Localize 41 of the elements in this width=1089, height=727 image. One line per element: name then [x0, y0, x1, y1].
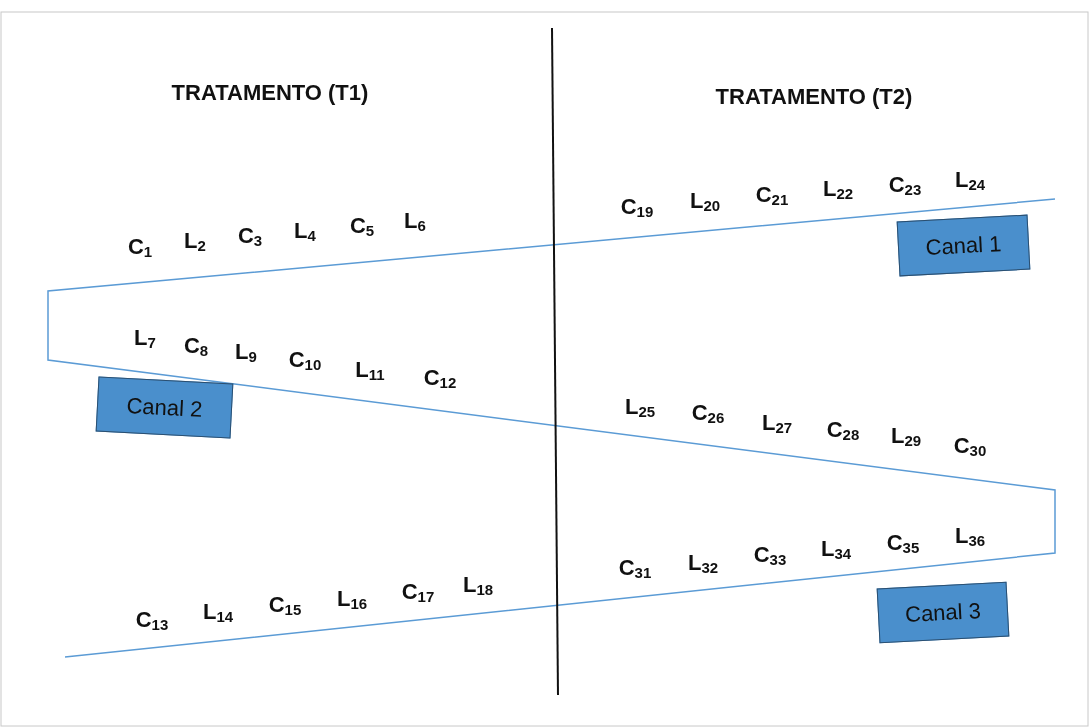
sample-label: C$_{19}$ — [620, 195, 654, 219]
sample-label: C$_{33}$ — [753, 543, 787, 567]
sample-label: L$_{14}$ — [202, 600, 234, 624]
channel-box: Canal 1 — [896, 214, 1031, 277]
sample-label: C$_{1}$ — [127, 235, 153, 259]
sample-label: L$_{22}$ — [822, 177, 854, 201]
sample-label: C$_{31}$ — [618, 556, 652, 580]
section-title: TRATAMENTO (T2) — [715, 86, 913, 108]
sample-label: C$_{26}$ — [691, 401, 725, 425]
sample-label: L$_{25}$ — [624, 395, 656, 419]
sample-label: C$_{12}$ — [423, 366, 457, 390]
sample-label: L$_{29}$ — [890, 424, 922, 448]
sample-label: C$_{17}$ — [401, 580, 435, 604]
sample-label: C$_{28}$ — [826, 418, 860, 442]
sample-label: L$_{36}$ — [954, 524, 986, 548]
sample-label: L$_{16}$ — [336, 587, 368, 611]
sample-label: L$_{2}$ — [184, 229, 206, 253]
sample-label: L$_{20}$ — [689, 189, 721, 213]
sample-label: L$_{11}$ — [355, 358, 385, 382]
sample-label: L$_{4}$ — [294, 219, 316, 243]
section-title: TRATAMENTO (T1) — [171, 82, 369, 104]
sample-label: C$_{30}$ — [953, 434, 987, 458]
sample-label: L$_{32}$ — [687, 551, 719, 575]
sample-label: C$_{21}$ — [755, 183, 789, 207]
sample-label: L$_{18}$ — [462, 573, 494, 597]
sample-label: L$_{7}$ — [134, 326, 156, 350]
sample-label: C$_{35}$ — [886, 531, 920, 555]
channel-box: Canal 3 — [876, 581, 1010, 644]
sample-label: L$_{9}$ — [235, 340, 257, 364]
sample-label: C$_{13}$ — [135, 608, 169, 632]
sample-label: L$_{6}$ — [404, 209, 426, 233]
sample-label: L$_{34}$ — [820, 537, 852, 561]
sample-label: L$_{27}$ — [761, 411, 793, 435]
sample-label: L$_{24}$ — [954, 168, 986, 192]
sample-label: C$_{10}$ — [288, 348, 322, 372]
sample-label: C$_{5}$ — [349, 214, 375, 238]
sample-label: C$_{23}$ — [888, 173, 922, 197]
channel-box: Canal 2 — [95, 376, 234, 439]
sample-label: C$_{3}$ — [237, 224, 263, 248]
sample-label: C$_{8}$ — [183, 334, 209, 358]
sample-label: C$_{15}$ — [268, 593, 302, 617]
